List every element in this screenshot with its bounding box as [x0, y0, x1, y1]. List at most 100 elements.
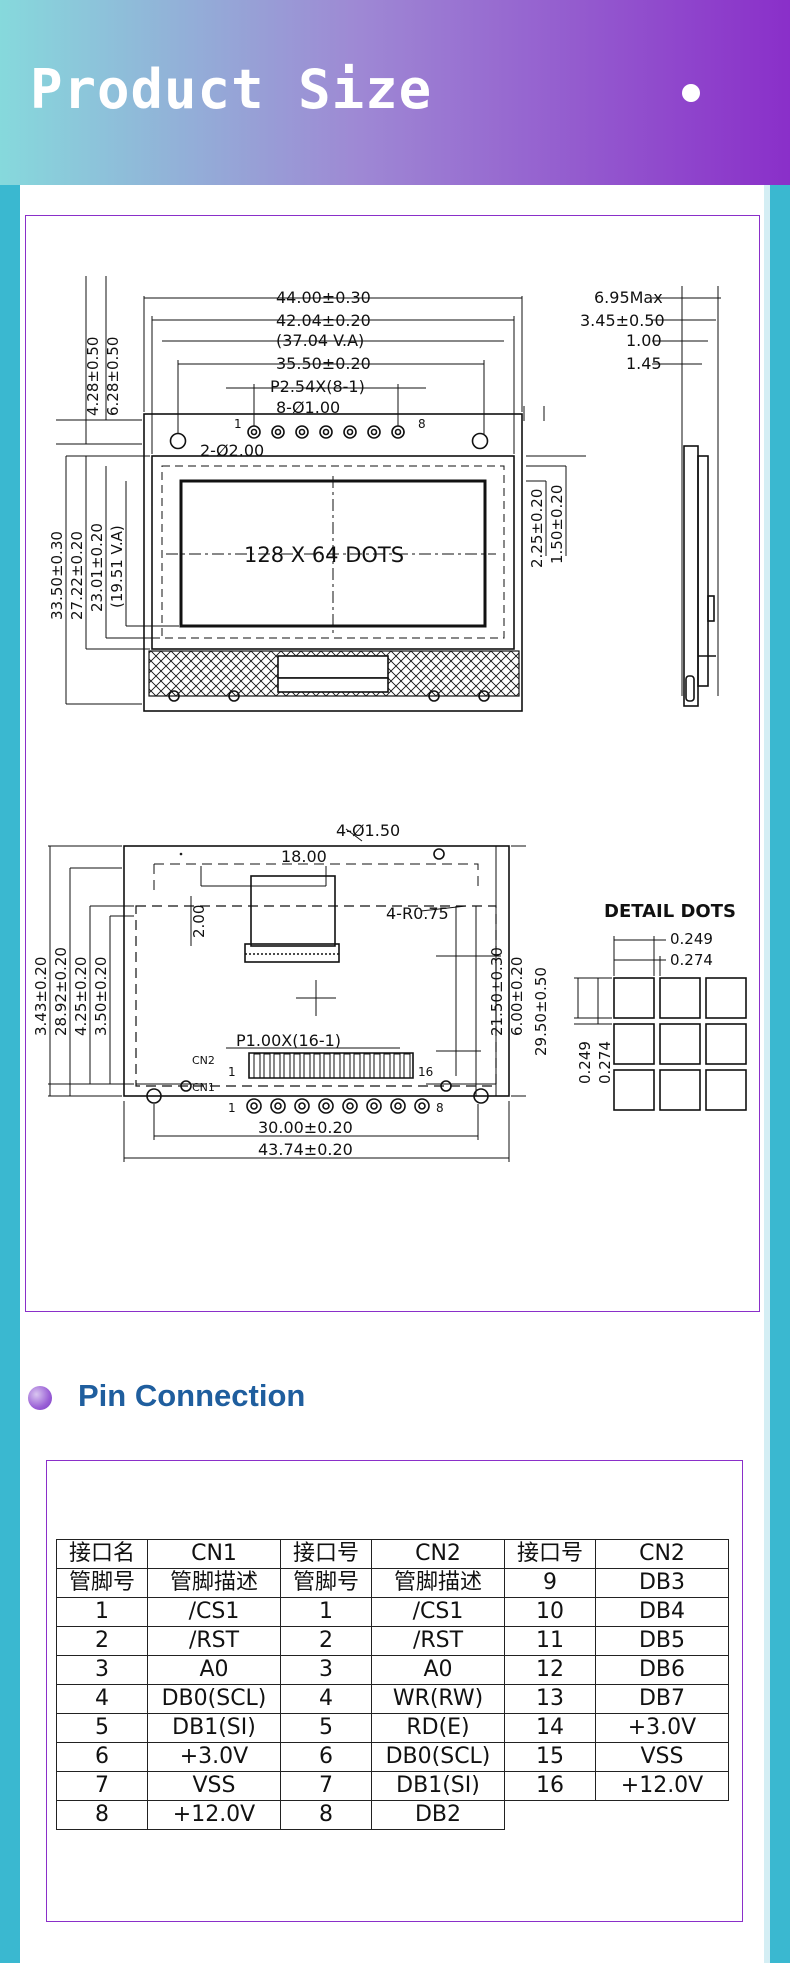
table-cell: /RST [147, 1626, 281, 1656]
table-cell: WR(RW) [371, 1684, 505, 1714]
table-cell: DB4 [595, 1597, 729, 1627]
detail-dots-grid [574, 936, 747, 1111]
dim-bottom-6: 29.50±0.50 [532, 967, 550, 1056]
subheader-cell: 管脚号 [56, 1568, 148, 1598]
dim-pin-holes: 8-Ø1.00 [276, 398, 340, 417]
display-resolution-label: 128 X 64 DOTS [244, 543, 404, 567]
cn1-pin8-label: 8 [436, 1101, 444, 1115]
table-cell: +12.0V [595, 1771, 729, 1801]
dim-bottom-hole-span: 30.00±0.20 [258, 1118, 353, 1137]
subheader-cell: 管脚描述 [371, 1568, 505, 1598]
table-cell: 8 [280, 1800, 372, 1830]
dim-bottom-1: 3.43±0.20 [32, 957, 50, 1036]
section-title: Pin Connection [78, 1378, 306, 1413]
detail-dot-pitch-v: 0.274 [596, 1041, 614, 1084]
table-cell: DB2 [371, 1800, 505, 1830]
subheader-cell: DB3 [595, 1568, 729, 1598]
dim-view-area-height: (19.51 V.A) [108, 525, 126, 608]
dim-right-offset-1: 2.25±0.20 [528, 489, 546, 568]
table-cell: 2 [280, 1626, 372, 1656]
table-cell: 12 [504, 1655, 596, 1685]
subheader-cell: 管脚号 [280, 1568, 372, 1598]
pin-table-frame: 接口名 CN1 接口号 CN2 接口号 CN2 管脚号 管脚描述 管脚号 管脚描… [46, 1460, 743, 1922]
table-cell: 3 [56, 1655, 148, 1685]
side-view-outline [652, 286, 721, 707]
table-cell: 15 [504, 1742, 596, 1772]
dim-view-area-width: (37.04 V.A) [276, 331, 364, 350]
table-cell: RD(E) [371, 1713, 505, 1743]
table-cell: 1 [280, 1597, 372, 1627]
table-cell: 4 [56, 1684, 148, 1714]
dim-bottom-height: 28.92±0.20 [52, 947, 70, 1036]
dim-top-offset-2: 6.28±0.50 [104, 337, 122, 416]
table-cell: 7 [280, 1771, 372, 1801]
table-cell: 7 [56, 1771, 148, 1801]
header-cell: CN1 [147, 1539, 281, 1569]
table-cell: VSS [595, 1742, 729, 1772]
bottom-view-cn2-pins [253, 1053, 411, 1079]
right-side-stripe [770, 185, 790, 1963]
header-cell: 接口号 [504, 1539, 596, 1569]
dimension-drawing-frame: 44.00±0.30 42.04±0.20 (37.04 V.A) 35.50±… [25, 215, 760, 1312]
table-cell: A0 [371, 1655, 505, 1685]
table-cell: 3 [280, 1655, 372, 1685]
table-cell: 2 [56, 1626, 148, 1656]
table-cell: +3.0V [147, 1742, 281, 1772]
table-cell: 16 [504, 1771, 596, 1801]
detail-dot-pitch-h: 0.274 [670, 951, 713, 969]
table-cell: +12.0V [147, 1800, 281, 1830]
dim-pin-pitch: P2.54X(8-1) [270, 377, 365, 396]
cn2-label: CN2 [192, 1054, 215, 1067]
top-pin8-label: 8 [418, 417, 426, 431]
dim-total-height: 33.50±0.30 [48, 531, 66, 620]
dim-bottom-2: 4.25±0.20 [72, 957, 90, 1036]
table-cell: 5 [280, 1713, 372, 1743]
top-view-dimension-lines [56, 276, 586, 705]
table-cell: 8 [56, 1800, 148, 1830]
dim-right-offset-2: 1.50±0.20 [548, 485, 566, 564]
dim-total-width: 44.00±0.30 [276, 288, 371, 307]
table-cell [596, 1801, 729, 1830]
cn2-pin1-label: 1 [228, 1065, 236, 1079]
table-cell: DB0(SCL) [371, 1742, 505, 1772]
table-cell: /RST [371, 1626, 505, 1656]
dim-pin-length: 3.45±0.50 [580, 311, 665, 330]
dim-bottom-5: 6.00±0.20 [508, 957, 526, 1036]
dim-top-offset-1: 4.28±0.50 [84, 337, 102, 416]
table-cell: DB1(SI) [371, 1771, 505, 1801]
table-cell [505, 1801, 596, 1830]
table-cell: 6 [280, 1742, 372, 1772]
left-side-stripe [0, 185, 20, 1963]
dim-fpc-pitch: P1.00X(16-1) [236, 1031, 341, 1050]
dim-hole-spacing: 35.50±0.20 [276, 354, 371, 373]
dim-mount-holes: 2-Ø2.00 [200, 441, 264, 460]
cn2-pin16-label: 16 [418, 1065, 433, 1079]
table-cell: 6 [56, 1742, 148, 1772]
table-cell: /CS1 [371, 1597, 505, 1627]
cn1-label: CN1 [192, 1081, 215, 1094]
bottom-view-dimension-lines [48, 828, 526, 1162]
section-bullet-icon [28, 1386, 52, 1410]
right-inner-stripe [764, 185, 770, 1963]
table-cell: /CS1 [147, 1597, 281, 1627]
dim-bottom-4: 21.50±0.30 [488, 947, 506, 1036]
top-view-pins [247, 425, 405, 439]
bottom-view-cn1-pins [246, 1098, 430, 1114]
table-cell: 11 [504, 1626, 596, 1656]
detail-dot-width: 0.249 [670, 930, 713, 948]
table-cell: 4 [280, 1684, 372, 1714]
table-cell: 10 [504, 1597, 596, 1627]
detail-dot-height: 0.249 [576, 1041, 594, 1084]
table-cell: 13 [504, 1684, 596, 1714]
dim-frame-width: 42.04±0.20 [276, 311, 371, 330]
table-cell: 1 [56, 1597, 148, 1627]
dimension-drawing: 44.00±0.30 42.04±0.20 (37.04 V.A) 35.50±… [32, 276, 747, 1162]
